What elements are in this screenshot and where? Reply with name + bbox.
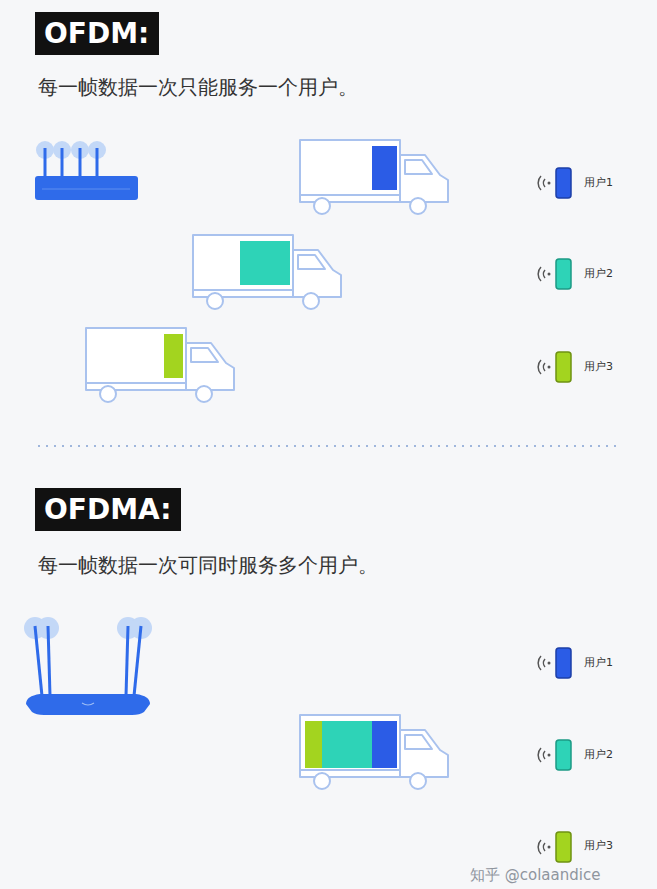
user-label: 用户1 [584,655,613,670]
router-icon [35,141,138,200]
watermark: 知乎 @colaandice [470,866,600,885]
section-heading-box: OFDMA: [35,488,181,531]
truck [193,235,341,309]
user-label: 用户3 [584,838,613,853]
user-label: 用户1 [584,175,613,190]
user-label: 用户2 [584,266,613,281]
section-heading: OFDMA: [44,492,172,527]
phone-icon [538,648,571,862]
user-label: 用户2 [584,747,613,762]
description: 每一帧数据一次可同时服务多个用户。 [38,552,378,579]
description: 每一帧数据一次只能服务一个用户。 [38,74,358,101]
phone-icon [538,168,571,382]
separator [38,445,620,447]
truck [86,328,234,402]
router-icon [24,617,152,715]
section-heading: OFDM: [44,16,150,51]
section-heading-box: OFDM: [35,12,159,55]
truck [300,715,448,789]
user-label: 用户3 [584,359,613,374]
truck [300,140,448,214]
